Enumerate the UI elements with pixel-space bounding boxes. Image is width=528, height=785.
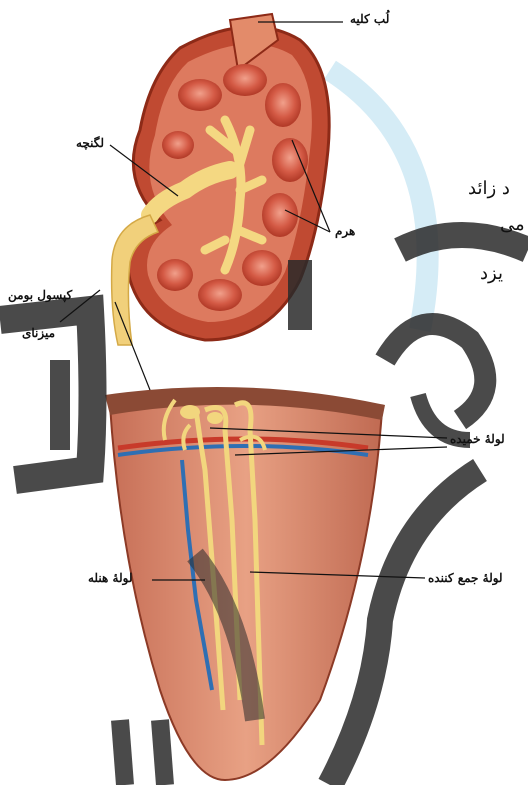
background-text-1: د زائد [468,178,510,199]
label-bowman-capsule: کپسول بومن [8,288,72,302]
pyramid-section [105,387,385,780]
label-pelvis: لگنچه [76,136,104,150]
label-collecting-duct: لولهٔ جمع کننده [428,571,503,585]
label-loop-of-henle: لولهٔ هنله [88,571,132,585]
label-cortex: لُب کلیه [350,12,389,26]
label-convoluted-tubule: لولهٔ خمیده [450,432,505,446]
background-text-2: می [500,214,525,235]
label-pyramid: هرم [335,224,355,238]
blue-arc [330,70,428,330]
label-ureter: میزنای [22,326,55,340]
background-text-3: یزد [480,263,503,284]
